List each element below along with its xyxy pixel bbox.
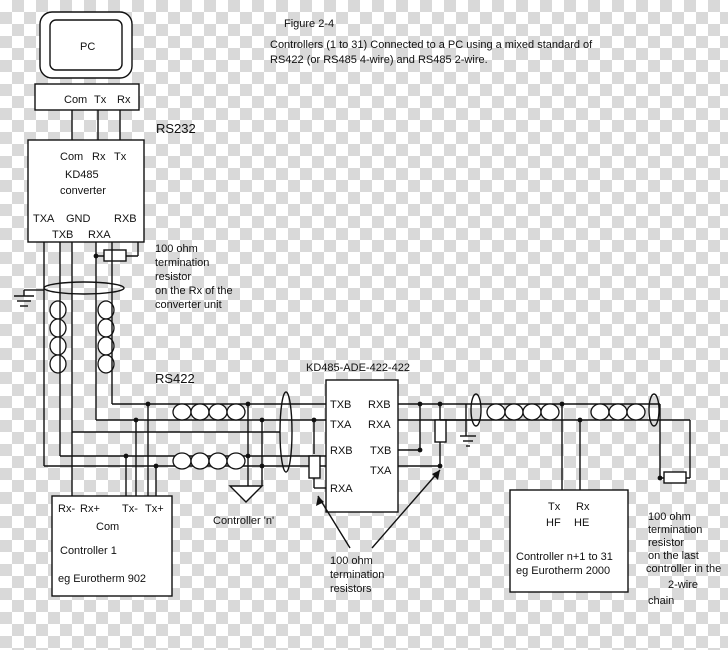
ade-rxb-right: RXB	[368, 399, 391, 411]
converter-rxa: RXA	[88, 229, 111, 241]
cable-shield-ellipse-chain-end	[648, 393, 660, 427]
junction-dot	[417, 447, 423, 453]
controller-n1-model: eg Eurotherm 2000	[516, 565, 610, 577]
controller-n1-he: HE	[574, 517, 589, 529]
last-note-line5: controller in the	[646, 563, 721, 575]
last-note-line3: resistor	[648, 537, 684, 549]
resistors-note-line2: termination	[330, 569, 384, 581]
twisted-pair-chain-1	[486, 403, 560, 421]
ade-txb-right: TXB	[370, 445, 391, 457]
converter-name-line1: KD485	[65, 169, 99, 181]
converter-txb: TXB	[52, 229, 73, 241]
controller-n1-name: Controller n+1 to 31	[516, 551, 613, 563]
pc-screen	[49, 19, 123, 71]
resistors-note-line3: resistors	[330, 583, 372, 595]
ground-symbol-right	[460, 435, 476, 447]
controller-1-model: eg Eurotherm 902	[58, 573, 146, 585]
ade-txa-right: TXA	[370, 465, 392, 477]
cable-shield-ellipse-bus	[279, 391, 293, 473]
pc-port-box	[34, 83, 140, 111]
figure-caption-line1: Controllers (1 to 31) Connected to a PC …	[270, 39, 593, 51]
junction-dot	[437, 463, 443, 469]
converter-com: Com	[60, 151, 83, 163]
rs232-label: RS232	[156, 121, 196, 136]
resistor-note-line5: converter unit	[155, 299, 222, 311]
twisted-pair-chain-2	[590, 403, 646, 421]
kd485-converter: Com Rx Tx KD485 converter TXA GND RXB TX…	[27, 139, 145, 243]
converter-gnd: GND	[66, 213, 91, 225]
ade-txb-left: TXB	[330, 399, 351, 411]
converter-txa: TXA	[33, 213, 55, 225]
figure-title: Figure 2-4	[284, 18, 334, 30]
junction-dot	[417, 401, 423, 407]
ade-rxb-left: RXB	[330, 445, 353, 457]
converter-rxb: RXB	[114, 213, 137, 225]
controller-1-txm: Tx-	[122, 503, 138, 515]
converter-rx: Rx	[92, 151, 106, 163]
resistors-note-line1: 100 ohm	[330, 555, 373, 567]
resistor-note-line3: resistor	[155, 271, 191, 283]
resistor-arrow-head-icon	[432, 470, 440, 480]
last-note-line6: 2-wire	[668, 579, 698, 591]
ade-box	[325, 379, 399, 513]
converter-tx: Tx	[114, 151, 127, 163]
pc-port-com: Com	[64, 94, 87, 106]
controller-1-com: Com	[96, 521, 119, 533]
pc-unit: PC Com Tx Rx	[34, 11, 140, 111]
ade-rxa-right: RXA	[368, 419, 391, 431]
ade-output-termination-resistor	[434, 419, 447, 443]
resistor-note-line2: termination	[155, 257, 209, 269]
twisted-pair-vertical-right	[97, 300, 115, 374]
resistor-arrow-line	[371, 469, 441, 549]
resistor-note-line4: on the Rx of the	[155, 285, 233, 297]
converter-name-line2: converter	[60, 185, 106, 197]
controller-1-box	[51, 495, 173, 597]
last-note-line4: on the last	[648, 550, 699, 562]
controller-1-name: Controller 1	[60, 545, 117, 557]
controller-1-rxp: Rx+	[80, 503, 100, 515]
twisted-pair-vertical-left	[49, 300, 67, 374]
controller-1-rxm: Rx-	[58, 503, 75, 515]
resistor-note-line1: 100 ohm	[155, 243, 198, 255]
controller-n-label: Controller 'n'	[213, 515, 274, 527]
controller-n1-rx: Rx	[576, 501, 590, 513]
pc-label: PC	[80, 41, 95, 53]
last-note-line7: chain	[648, 595, 674, 607]
twisted-pair-horizontal-lower	[172, 452, 246, 470]
ade-input-termination-resistor	[308, 455, 321, 479]
cable-shield-ellipse-chain	[470, 393, 482, 427]
figure-caption-line2: RS422 (or RS485 4-wire) and RS485 2-wire…	[270, 54, 488, 66]
junction-dot	[311, 417, 317, 423]
converter-termination-resistor	[103, 249, 127, 262]
last-termination-resistor	[663, 471, 687, 484]
resistor-arrow-line	[317, 495, 351, 549]
pc-port-tx: Tx	[94, 94, 107, 106]
junction-dot	[437, 401, 443, 407]
last-note-line2: termination	[648, 524, 702, 536]
rs422-label: RS422	[155, 371, 195, 386]
twisted-pair-horizontal-upper	[172, 403, 246, 421]
controller-n-arrow-icon	[228, 485, 264, 503]
resistor-arrow-head-icon	[316, 496, 324, 506]
controller-1-txp: Tx+	[145, 503, 164, 515]
pc-port-rx: Rx	[117, 94, 131, 106]
controller-n1-hf: HF	[546, 517, 561, 529]
ade-title: KD485-ADE-422-422	[306, 362, 410, 374]
ground-symbol-left	[14, 289, 44, 307]
ade-rxa-left: RXA	[330, 483, 353, 495]
last-note-line1: 100 ohm	[648, 511, 691, 523]
junction-dot	[657, 475, 663, 481]
controller-1: Rx- Rx+ Tx- Tx+ Com Controller 1 eg Euro…	[51, 495, 173, 597]
kd485-ade-unit: TXB TXA RXB RXA RXB RXA TXB TXA	[325, 379, 399, 513]
converter-box	[27, 139, 145, 243]
ade-txa-left: TXA	[330, 419, 352, 431]
controller-n1: Tx Rx HF HE Controller n+1 to 31 eg Euro…	[509, 489, 629, 593]
controller-n1-box	[509, 489, 629, 593]
controller-n1-tx: Tx	[548, 501, 561, 513]
